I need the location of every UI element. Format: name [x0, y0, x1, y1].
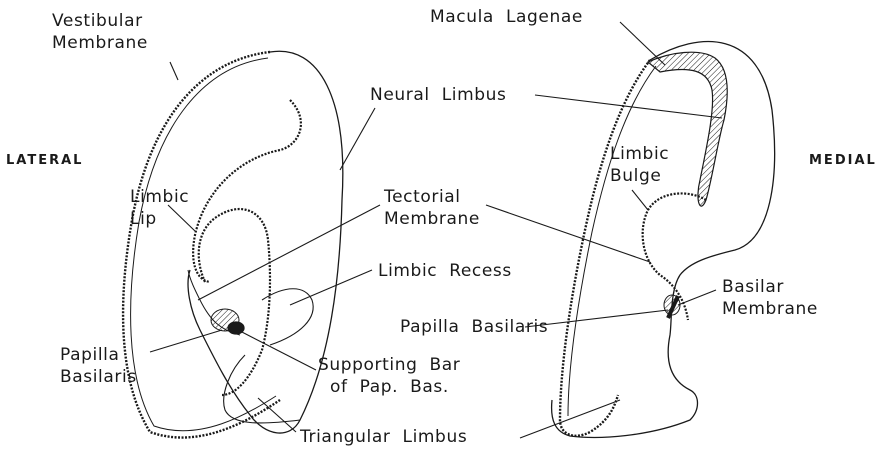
- leader-macula-lagenae: [620, 22, 665, 65]
- label-supporting-bar: Supporting Bar of Pap. Bas.: [318, 354, 460, 398]
- label-papilla-basilaris-right: Papilla Basilaris: [400, 316, 548, 338]
- orientation-medial: MEDIAL: [809, 153, 877, 168]
- leader-vestibular: [170, 62, 178, 80]
- label-limbic-bulge: Limbic Bulge: [610, 143, 669, 187]
- leader-tectorial-right: [486, 205, 650, 262]
- leader-basilar-membrane: [678, 290, 716, 305]
- orientation-lateral: LATERAL: [6, 153, 83, 168]
- label-macula-lagenae: Macula Lagenae: [430, 6, 583, 28]
- vestibular-membrane-outer-wall: [123, 52, 280, 438]
- leader-neural-limbus: [340, 108, 375, 170]
- left-section: [123, 51, 343, 437]
- leader-limbic-recess: [290, 270, 372, 305]
- leader-limbic-bulge: [632, 190, 648, 210]
- limbic-lip-curve: [199, 209, 270, 395]
- vestibular-membrane-inner-wall: [131, 58, 276, 431]
- label-limbic-lip: Limbic Lip: [130, 186, 189, 230]
- label-triangular-limbus: Triangular Limbus: [300, 426, 467, 448]
- label-basilar-membrane: Basilar Membrane: [722, 276, 818, 320]
- label-vestibular-membrane: Vestibular Membrane: [52, 10, 148, 54]
- label-neural-limbus: Neural Limbus: [370, 84, 506, 106]
- leader-supporting-bar: [238, 330, 316, 370]
- label-tectorial-membrane: Tectorial Membrane: [384, 186, 480, 230]
- leader-tectorial-left: [198, 205, 380, 300]
- right-vestibular-wall: [560, 60, 650, 436]
- label-papilla-basilaris-left: Papilla Basilaris: [60, 344, 137, 388]
- label-limbic-recess: Limbic Recess: [378, 260, 512, 282]
- leader-papilla-left: [150, 330, 222, 352]
